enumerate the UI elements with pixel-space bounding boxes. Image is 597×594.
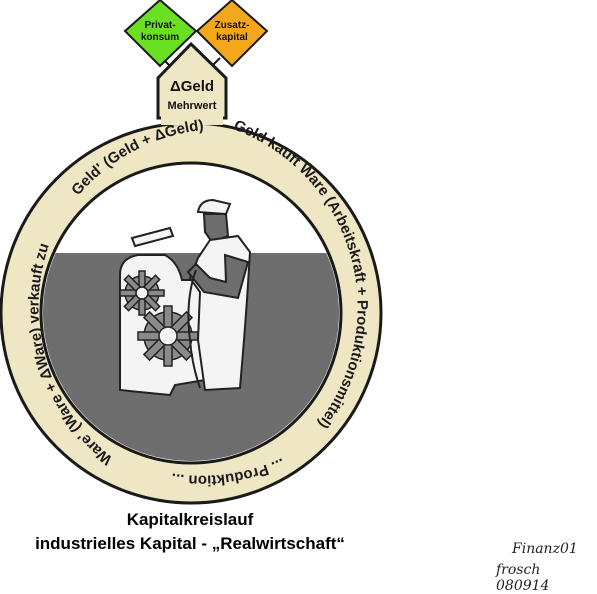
gate-labels: ΔGeld Mehrwert [168,78,217,112]
additional-capital-label-1: Zusatz- [215,20,250,31]
diagram-title: Kapitalkreislauf [126,510,254,529]
signature-line-1: Finanz01 [512,541,578,557]
gear-small-icon [119,270,165,316]
gate-label-surplus-value: Mehrwert [168,100,217,112]
green-diamond [123,0,198,68]
private-consumption-label-1: Privat- [144,20,175,31]
connector-right [211,57,221,67]
additional-capital-node: Zusatz- kapital [195,0,269,68]
signature-line-2: frosch 080914 [496,562,550,594]
worker-icon [186,198,252,392]
gear-large-icon [137,305,199,367]
gate-label-delta-money: ΔGeld [170,78,214,95]
diagram-subtitle: industrielles Kapital - „Realwirtschaft“ [35,534,345,553]
lever-icon [130,226,175,248]
private-consumption-label-2: konsum [141,32,179,43]
orange-diamond [195,0,269,68]
private-consumption-node: Privat- konsum [123,0,198,68]
additional-capital-label-2: kapital [216,32,248,43]
